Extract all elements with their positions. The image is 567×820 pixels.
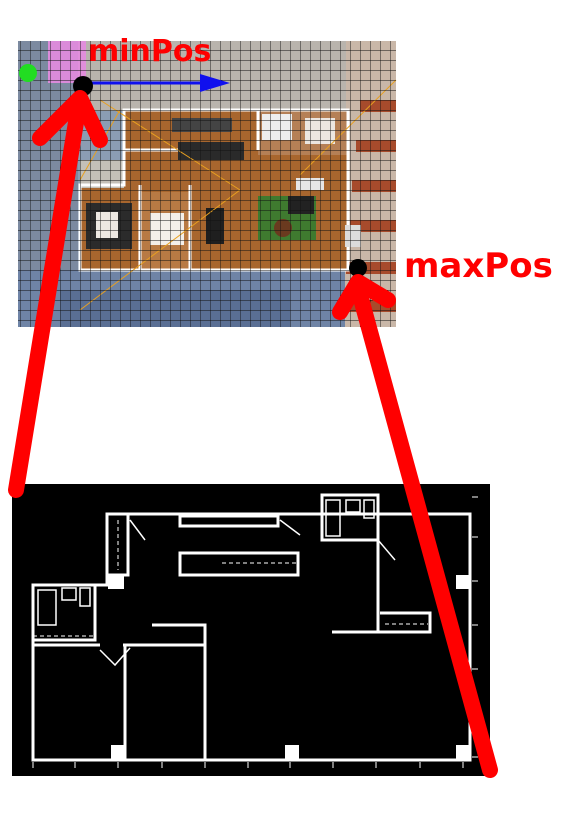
max-pos-label: maxPos xyxy=(404,249,553,283)
min-pos-label: minPos xyxy=(88,37,211,67)
topdown-render-panel xyxy=(18,41,396,327)
origin-marker xyxy=(19,64,37,82)
